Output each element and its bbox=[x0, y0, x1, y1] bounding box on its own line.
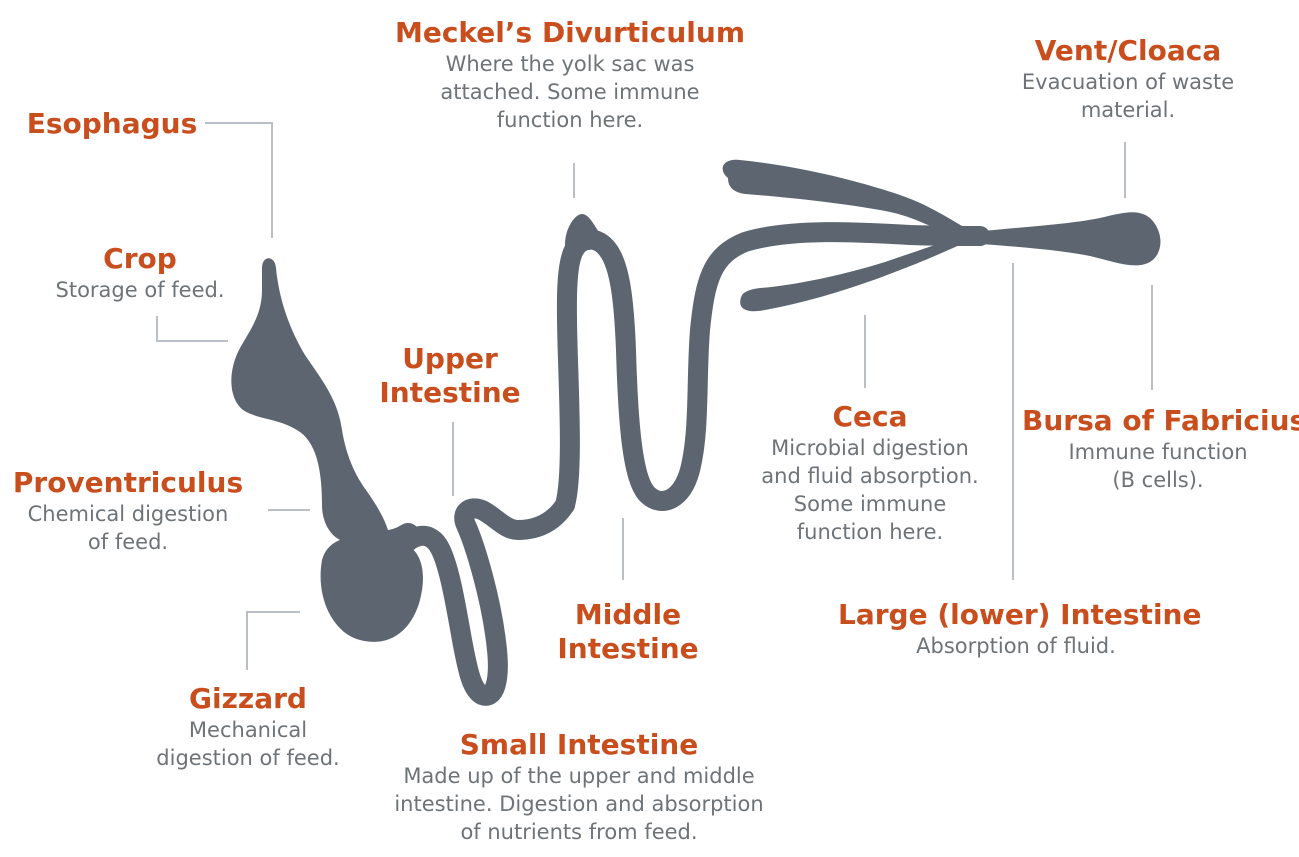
gizzard-desc-line: digestion of feed. bbox=[140, 744, 356, 772]
middle-intestine-label: Middle Intestine bbox=[548, 598, 708, 666]
small-intestine-desc: Made up of the upper and middle intestin… bbox=[355, 762, 803, 846]
proventriculus-title: Proventriculus bbox=[8, 466, 248, 500]
ceca-desc-line: Microbial digestion bbox=[742, 434, 998, 462]
bursa-desc-line: Immune function bbox=[1022, 438, 1294, 466]
proventriculus-label: Proventriculus Chemical digestion of fee… bbox=[8, 466, 248, 556]
ceca-title: Ceca bbox=[742, 400, 998, 434]
meckels-desc: Where the yolk sac was attached. Some im… bbox=[380, 50, 760, 134]
vent-label: Vent/Cloaca Evacuation of waste material… bbox=[996, 34, 1260, 124]
gizzard-leader bbox=[247, 612, 300, 670]
ceca-desc: Microbial digestion and fluid absorption… bbox=[742, 434, 998, 546]
large-intestine-desc: Absorption of fluid. bbox=[838, 632, 1194, 660]
gizzard-title: Gizzard bbox=[140, 682, 356, 716]
gizzard-desc: Mechanical digestion of feed. bbox=[140, 716, 356, 772]
small-intestine-desc-line: intestine. Digestion and absorption bbox=[355, 790, 803, 818]
meckels-desc-line: function here. bbox=[380, 106, 760, 134]
ceca-label: Ceca Microbial digestion and fluid absor… bbox=[742, 400, 998, 546]
crop-label: Crop Storage of feed. bbox=[40, 242, 240, 304]
vent-desc-line: Evacuation of waste bbox=[996, 68, 1260, 96]
small-intestine-desc-line: Made up of the upper and middle bbox=[355, 762, 803, 790]
vent-title: Vent/Cloaca bbox=[996, 34, 1260, 68]
bursa-desc-line: (B cells). bbox=[1022, 466, 1294, 494]
meckels-desc-line: attached. Some immune bbox=[380, 78, 760, 106]
proventriculus-desc: Chemical digestion of feed. bbox=[8, 500, 248, 556]
large-intestine-title: Large (lower) Intestine bbox=[838, 598, 1194, 632]
middle-intestine-title-line: Middle bbox=[548, 598, 708, 632]
large-intestine-desc-line: Absorption of fluid. bbox=[838, 632, 1194, 660]
proventriculus-desc-line: of feed. bbox=[8, 528, 248, 556]
small-intestine-label: Small Intestine Made up of the upper and… bbox=[355, 728, 803, 846]
vent-desc-line: material. bbox=[996, 96, 1260, 124]
gizzard-desc-line: Mechanical bbox=[140, 716, 356, 744]
meckels-desc-line: Where the yolk sac was bbox=[380, 50, 760, 78]
ceca-desc-line: and fluid absorption. bbox=[742, 462, 998, 490]
small-intestine-desc-line: of nutrients from feed. bbox=[355, 818, 803, 846]
meckels-title: Meckel’s Divurticulum bbox=[380, 16, 760, 50]
small-intestine-title: Small Intestine bbox=[355, 728, 803, 762]
upper-intestine-title: Upper Intestine bbox=[370, 342, 530, 410]
crop-desc: Storage of feed. bbox=[40, 276, 240, 304]
proventriculus-desc-line: Chemical digestion bbox=[8, 500, 248, 528]
upper-intestine-title-line: Upper bbox=[370, 342, 530, 376]
ceca-desc-line: function here. bbox=[742, 518, 998, 546]
ceca-desc-line: Some immune bbox=[742, 490, 998, 518]
upper-intestine-title-line: Intestine bbox=[370, 376, 530, 410]
vent-desc: Evacuation of waste material. bbox=[996, 68, 1260, 124]
middle-intestine-title-line: Intestine bbox=[548, 632, 708, 666]
crop-desc-line: Storage of feed. bbox=[40, 276, 240, 304]
esophagus-leader bbox=[205, 123, 272, 238]
large-intestine-label: Large (lower) Intestine Absorption of fl… bbox=[838, 598, 1194, 660]
vent-shape bbox=[960, 212, 1160, 265]
bursa-desc: Immune function (B cells). bbox=[1022, 438, 1294, 494]
middle-intestine-title: Middle Intestine bbox=[548, 598, 708, 666]
crop-title: Crop bbox=[40, 242, 240, 276]
gizzard-label: Gizzard Mechanical digestion of feed. bbox=[140, 682, 356, 772]
upper-intestine-shape bbox=[402, 505, 565, 696]
esophagus-title: Esophagus bbox=[22, 107, 202, 141]
esophagus-label: Esophagus bbox=[22, 107, 202, 141]
crop-leader bbox=[157, 316, 228, 341]
bursa-title: Bursa of Fabricius bbox=[1022, 404, 1294, 438]
meckels-label: Meckel’s Divurticulum Where the yolk sac… bbox=[380, 16, 760, 134]
bursa-label: Bursa of Fabricius Immune function (B ce… bbox=[1022, 404, 1294, 494]
upper-intestine-label: Upper Intestine bbox=[370, 342, 530, 410]
